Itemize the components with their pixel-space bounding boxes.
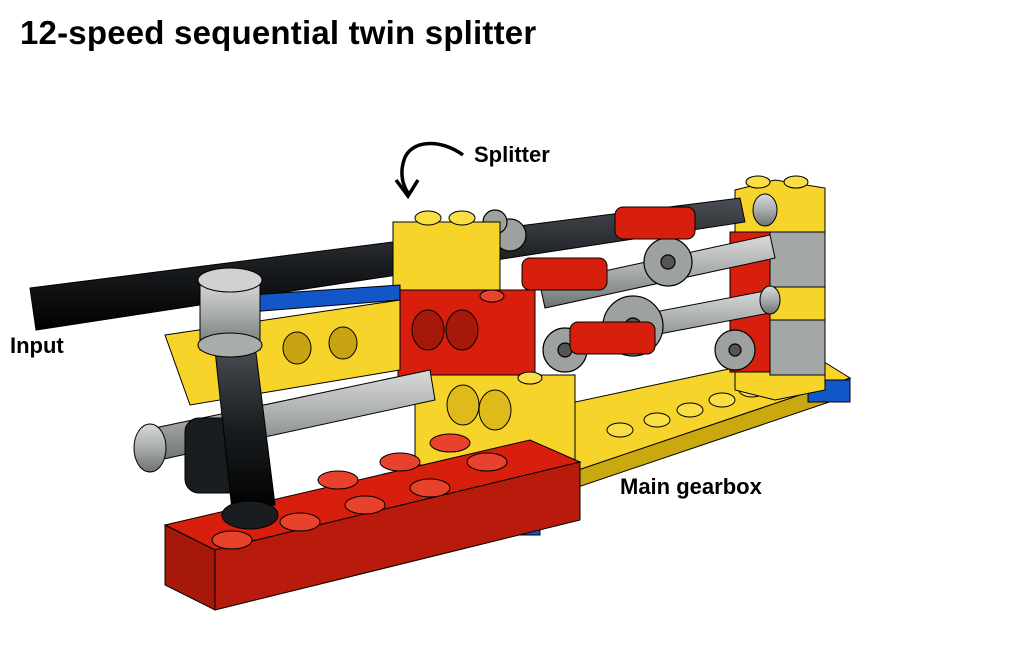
splitter-label: Splitter xyxy=(474,142,550,167)
red-clutch-sleeves xyxy=(521,206,696,355)
main-gearbox-label: Main gearbox xyxy=(620,474,762,499)
input-connector xyxy=(184,267,279,530)
splitter-arrow-head xyxy=(394,178,420,200)
axle-bush-rear-2 xyxy=(759,285,781,315)
red-plate-studs xyxy=(211,433,508,550)
input-label: Input xyxy=(10,333,64,358)
axle-bush-front xyxy=(133,423,167,473)
splitter-arrow xyxy=(400,141,465,194)
axle-bush-rear xyxy=(752,193,778,227)
page-title: 12-speed sequential twin splitter xyxy=(20,14,537,51)
